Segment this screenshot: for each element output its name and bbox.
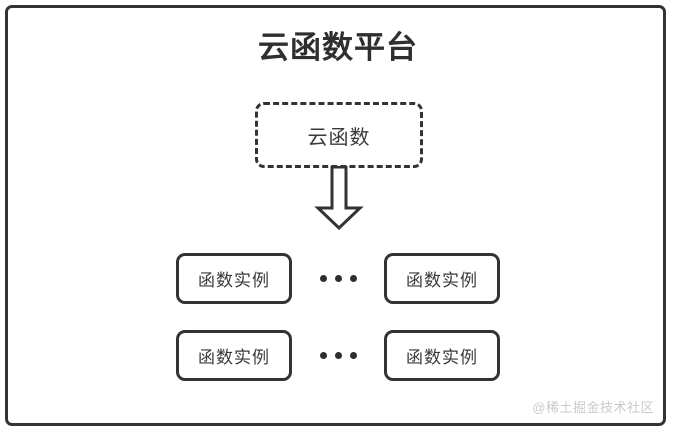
function-instance-label: 函数实例 xyxy=(406,347,478,367)
ellipsis-dot xyxy=(349,351,357,359)
function-instance-box: 函数实例 xyxy=(176,252,292,304)
instance-row-1: 函数实例 函数实例 xyxy=(0,252,676,304)
function-instance-box: 函数实例 xyxy=(176,329,292,381)
page-title: 云函数平台 xyxy=(258,30,418,65)
ellipsis-dot xyxy=(349,274,357,282)
function-instance-label: 函数实例 xyxy=(406,270,478,290)
ellipsis-dot xyxy=(334,351,342,359)
function-instance-box: 函数实例 xyxy=(384,329,500,381)
function-instance-label: 函数实例 xyxy=(198,270,270,290)
ellipsis-dot xyxy=(319,274,327,282)
watermark: @稀土掘金技术社区 xyxy=(532,400,654,415)
cloud-function-node: 云函数 xyxy=(255,102,423,168)
ellipsis-dot xyxy=(334,274,342,282)
function-instance-label: 函数实例 xyxy=(198,347,270,367)
cloud-function-label: 云函数 xyxy=(307,126,371,149)
down-block-arrow-icon xyxy=(314,166,364,230)
function-instance-box: 函数实例 xyxy=(384,252,500,304)
ellipsis-indicator xyxy=(292,274,384,282)
instance-row-2: 函数实例 函数实例 xyxy=(0,329,676,381)
ellipsis-dot xyxy=(319,351,327,359)
ellipsis-indicator xyxy=(292,351,384,359)
